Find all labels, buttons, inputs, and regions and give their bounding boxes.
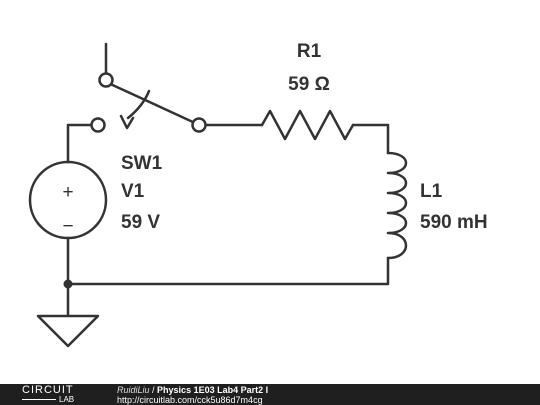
circuit-title[interactable]: Physics 1E03 Lab4 Part2 I bbox=[157, 385, 269, 395]
switch-lever bbox=[104, 80, 197, 125]
inductor-name-label: L1 bbox=[420, 181, 443, 202]
source-minus-sign: − bbox=[62, 216, 73, 237]
author-link[interactable]: RuidiLiu bbox=[117, 385, 150, 395]
circuit-credit: RuidiLiu / Physics 1E03 Lab4 Part2 I bbox=[117, 385, 268, 395]
source-value-label: 59 V bbox=[121, 212, 160, 233]
resistor-name-label: R1 bbox=[297, 41, 322, 62]
circuit-url[interactable]: http://circuitlab.com/cck5u86d7m4cg bbox=[117, 395, 263, 405]
source-plus-sign: + bbox=[62, 182, 73, 203]
switch-contact-right bbox=[191, 117, 207, 133]
circuit-diagram: + − SW1 V1 59 V R1 59 Ω L1 590 mH bbox=[28, 41, 488, 348]
resistor-value-label: 59 Ω bbox=[288, 74, 330, 95]
footer-bar: CIRCUIT LAB RuidiLiu / Physics 1E03 Lab4… bbox=[0, 384, 540, 405]
credit-separator: / bbox=[149, 385, 158, 395]
ground-symbol bbox=[36, 282, 100, 348]
circuitlab-logo-sub: LAB bbox=[22, 395, 74, 404]
voltage-source-symbol bbox=[28, 160, 108, 240]
resistor-symbol bbox=[260, 109, 355, 141]
logo-lab-text: LAB bbox=[59, 395, 75, 404]
ground-junction-dot bbox=[63, 279, 73, 289]
switch-contact-left bbox=[90, 117, 106, 133]
inductor-symbol bbox=[386, 151, 408, 260]
circuitlab-logo[interactable]: CIRCUIT bbox=[22, 384, 74, 396]
resistor-inductor-wire bbox=[351, 123, 390, 155]
ground-wire bbox=[66, 236, 390, 286]
inductor-value-label: 590 mH bbox=[420, 212, 488, 233]
switch-arrow-head bbox=[119, 114, 135, 130]
left-wire bbox=[66, 123, 94, 164]
switch-name-label: SW1 bbox=[121, 153, 163, 174]
switch-arrow bbox=[126, 89, 151, 120]
source-name-label: V1 bbox=[121, 181, 145, 202]
switch-pivot bbox=[98, 72, 114, 88]
logo-wire-icon bbox=[22, 399, 56, 401]
